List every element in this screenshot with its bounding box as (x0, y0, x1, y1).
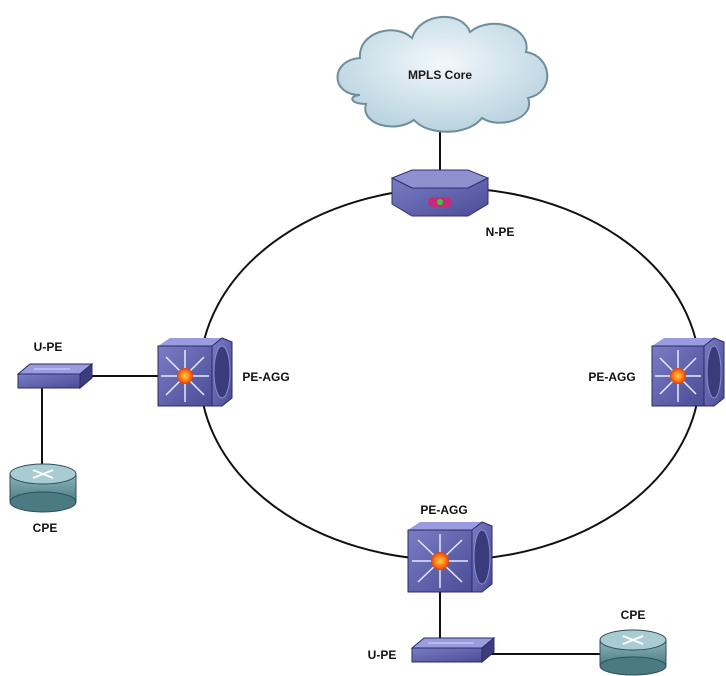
pe-agg-bottom-switch (407, 521, 493, 593)
upe-left-label: U-PE (34, 340, 63, 354)
cpe-bottom-router (599, 629, 667, 676)
cloud-label: MPLS Core (408, 68, 472, 82)
upe-bottom-label: U-PE (368, 648, 397, 662)
pe-agg-right-switch (651, 337, 725, 407)
cpe-left-router (9, 463, 77, 513)
upe-left-switch (16, 362, 94, 390)
mpls-core-cloud: MPLS Core (336, 16, 549, 133)
npe-device (390, 169, 490, 217)
pe-agg-left-switch (157, 337, 233, 407)
pe-agg-left-label: PE-AGG (242, 370, 289, 384)
cpe-left-label: CPE (33, 521, 58, 535)
npe-label: N-PE (486, 225, 515, 239)
pe-agg-bottom-label: PE-AGG (420, 503, 467, 517)
pe-agg-right-label: PE-AGG (588, 370, 635, 384)
upe-bottom-switch (410, 636, 496, 664)
cpe-bottom-label: CPE (621, 608, 646, 622)
